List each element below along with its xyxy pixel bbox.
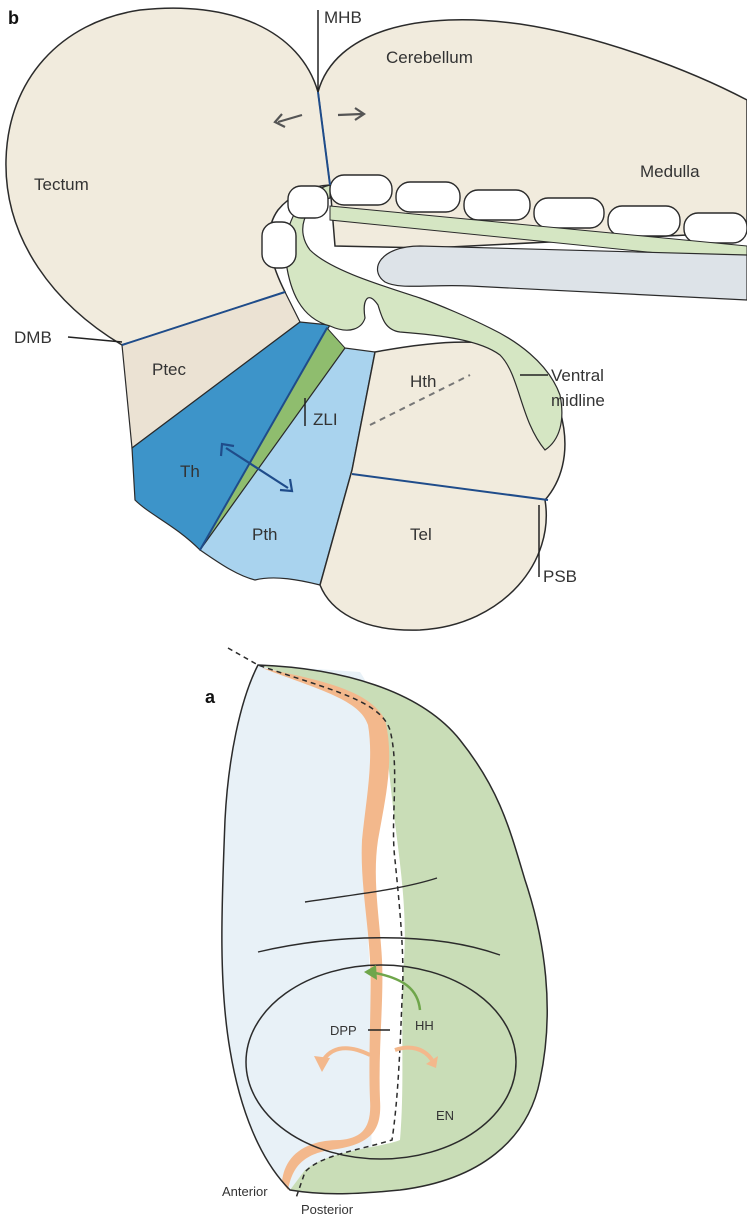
panel-a: a DPP HH EN Anterior Posterior bbox=[205, 648, 547, 1217]
label-ptec: Ptec bbox=[152, 360, 187, 379]
notochord-segment bbox=[608, 206, 680, 236]
label-midline: midline bbox=[551, 391, 605, 410]
label-psb: PSB bbox=[543, 567, 577, 586]
label-hh: HH bbox=[415, 1018, 434, 1033]
label-cerebellum: Cerebellum bbox=[386, 48, 473, 67]
notochord-segment bbox=[288, 186, 328, 218]
label-th: Th bbox=[180, 462, 200, 481]
label-mhb: MHB bbox=[324, 8, 362, 27]
label-dpp: DPP bbox=[330, 1023, 357, 1038]
label-posterior: Posterior bbox=[301, 1202, 354, 1217]
label-anterior: Anterior bbox=[222, 1184, 268, 1199]
notochord-segment bbox=[684, 213, 747, 243]
notochord-segment bbox=[534, 198, 604, 228]
panel-b: b bbox=[6, 8, 747, 630]
panel-a-letter: a bbox=[205, 687, 216, 707]
panel-b-letter: b bbox=[8, 8, 19, 28]
label-medulla: Medulla bbox=[640, 162, 700, 181]
label-tectum: Tectum bbox=[34, 175, 89, 194]
notochord-segment bbox=[330, 175, 392, 205]
notochord-segment bbox=[262, 222, 296, 268]
label-dmb: DMB bbox=[14, 328, 52, 347]
label-ventral: Ventral bbox=[551, 366, 604, 385]
label-pth: Pth bbox=[252, 525, 278, 544]
notochord-segment bbox=[396, 182, 460, 212]
label-tel: Tel bbox=[410, 525, 432, 544]
arrow-right bbox=[338, 114, 362, 115]
gut-tube bbox=[378, 246, 747, 300]
notochord-segment bbox=[464, 190, 530, 220]
label-hth: Hth bbox=[410, 372, 436, 391]
label-zli: ZLI bbox=[313, 410, 338, 429]
label-en: EN bbox=[436, 1108, 454, 1123]
